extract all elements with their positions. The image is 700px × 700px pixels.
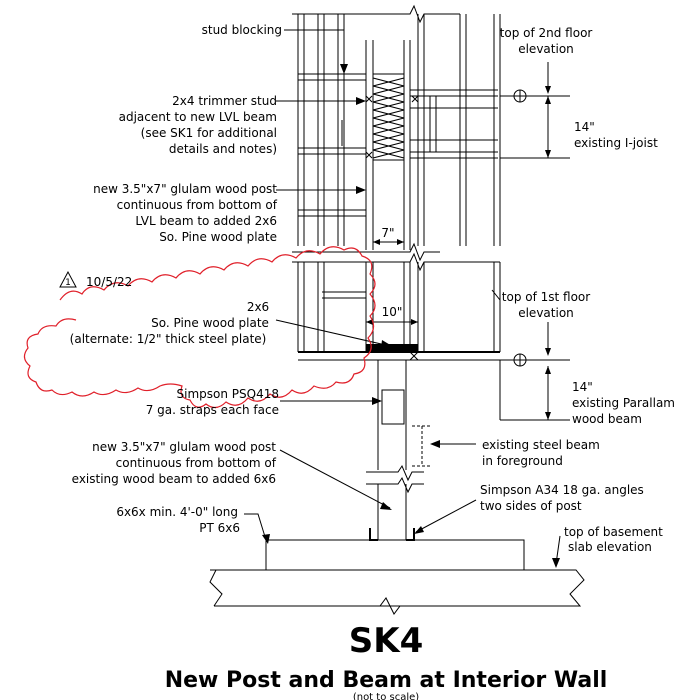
- label-parallam-3: wood beam: [572, 412, 642, 426]
- label-parallam-2: existing Parallam: [572, 396, 675, 410]
- first-floor-elevation-marker: [491, 289, 570, 421]
- label-ijoist-1: 14": [574, 120, 595, 134]
- label-glulam-upper-2: continuous from bottom of: [117, 198, 278, 212]
- lower-post: [366, 360, 432, 541]
- dimension-7-inch: [372, 230, 405, 250]
- label-top-1st-1: top of 1st floor: [502, 290, 591, 304]
- labels: stud blocking 2x4 trimmer stud adjacent …: [70, 23, 675, 554]
- sheet-number: SK4: [349, 621, 424, 661]
- label-steel-beam-2: in foreground: [482, 454, 563, 468]
- revision-cloud: [23, 246, 376, 409]
- label-psq-1: Simpson PSQ418: [177, 387, 279, 401]
- label-ijoist-2: existing I-joist: [574, 136, 658, 150]
- label-dim-7: 7": [381, 226, 394, 240]
- svg-text:1: 1: [65, 278, 71, 288]
- title-block: SK4 New Post and Beam at Interior Wall (…: [165, 621, 608, 700]
- label-top-2nd-2: elevation: [518, 42, 574, 56]
- label-trimmer-2: adjacent to new LVL beam: [119, 110, 277, 124]
- middle-wall-framing: [275, 252, 501, 361]
- label-trimmer-4: details and notes): [169, 142, 277, 156]
- slab-and-footing: [209, 539, 585, 615]
- label-6x6-1: 6x6x min. 4'-0" long: [116, 505, 238, 519]
- label-basement-1: top of basement: [564, 525, 663, 539]
- label-trimmer-1: 2x4 trimmer stud: [172, 94, 277, 108]
- revision-triangle-icon: 1: [59, 270, 77, 288]
- label-glulam-lower-2: continuous from bottom of: [116, 456, 277, 470]
- lower-leaders: [244, 397, 561, 568]
- label-steel-beam-1: existing steel beam: [482, 438, 600, 452]
- upper-leaders: [276, 29, 366, 194]
- label-basement-2: slab elevation: [568, 540, 652, 554]
- label-glulam-lower-3: existing wood beam to added 6x6: [72, 472, 276, 486]
- second-floor-elevation-marker: [500, 62, 570, 159]
- label-glulam-upper-1: new 3.5"x7" glulam wood post: [93, 182, 277, 196]
- label-dim-10: 10": [382, 305, 403, 319]
- label-glulam-upper-4: So. Pine wood plate: [159, 230, 277, 244]
- wood-plate: [366, 344, 418, 351]
- label-a34-1: Simpson A34 18 ga. angles: [480, 483, 644, 497]
- scale-note: (not to scale): [353, 692, 419, 700]
- label-stud-blocking: stud blocking: [202, 23, 282, 37]
- label-top-1st-2: elevation: [518, 306, 574, 320]
- label-plate-2: So. Pine wood plate: [151, 316, 269, 330]
- label-top-2nd-1: top of 2nd floor: [500, 26, 593, 40]
- label-revision-date: 10/5/22: [86, 275, 132, 289]
- label-glulam-upper-3: LVL beam to added 2x6: [135, 214, 277, 228]
- upper-wall-framing: [292, 4, 501, 262]
- psq-strap: [381, 389, 405, 425]
- label-glulam-lower-1: new 3.5"x7" glulam wood post: [92, 440, 276, 454]
- drawing-title: New Post and Beam at Interior Wall: [165, 668, 608, 693]
- label-plate-3: (alternate: 1/2" thick steel plate): [70, 332, 267, 346]
- label-a34-2: two sides of post: [480, 499, 582, 513]
- label-psq-2: 7 ga. straps each face: [146, 403, 279, 417]
- label-trimmer-3: (see SK1 for additional: [141, 126, 277, 140]
- label-parallam-1: 14": [572, 380, 593, 394]
- label-plate-1: 2x6: [247, 300, 269, 314]
- label-6x6-2: PT 6x6: [199, 521, 240, 535]
